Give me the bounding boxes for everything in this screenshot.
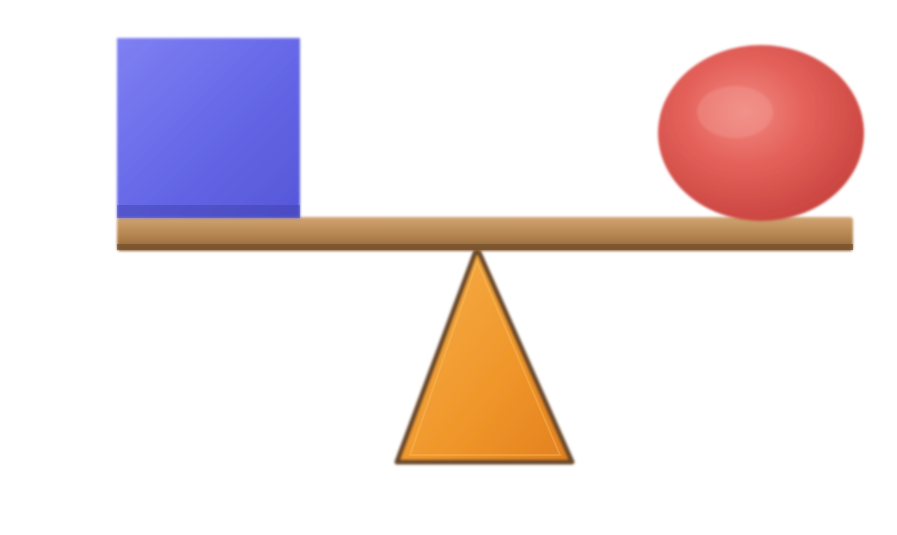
seesaw-beam	[117, 217, 853, 251]
red-sphere	[658, 45, 864, 221]
blue-cube	[117, 38, 300, 218]
fulcrum-triangle	[397, 248, 572, 462]
